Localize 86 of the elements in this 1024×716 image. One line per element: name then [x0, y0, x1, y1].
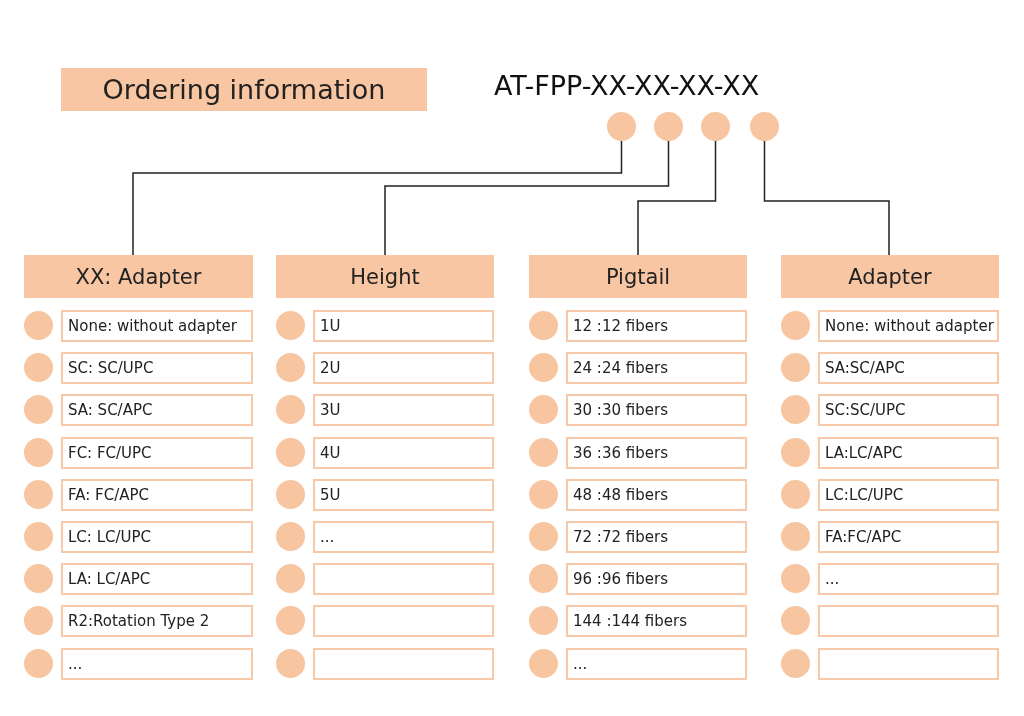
option-box [818, 647, 999, 680]
option-box: 4U [313, 436, 494, 469]
option-bullet [781, 437, 810, 467]
option-bullet [529, 437, 558, 467]
option-bullet [529, 311, 558, 340]
connector-line [637, 140, 717, 256]
option-bullet [276, 437, 305, 467]
option-box: R2:Rotation Type 2 [61, 605, 253, 638]
option-bullet [529, 479, 558, 509]
option-box: 96 :96 fibers [566, 563, 747, 596]
option-box: None: without adapter [61, 310, 253, 342]
option-bullet [276, 648, 305, 678]
option-box: 36 :36 fibers [566, 436, 747, 469]
option-box: 1U [313, 310, 494, 342]
option-box: 72 :72 fibers [566, 521, 747, 553]
option-bullet [781, 395, 810, 425]
part-number-code: AT-FPP-XX-XX-XX-XX [494, 70, 760, 101]
column-header: Pigtail [529, 255, 747, 298]
option-bullet [781, 311, 810, 340]
option-box [313, 563, 494, 596]
option-bullet [781, 606, 810, 636]
option-box: LC: LC/UPC [61, 521, 253, 553]
option-box: 5U [313, 478, 494, 511]
option-box: None: without adapter [818, 310, 999, 342]
option-bullet [276, 479, 305, 509]
option-bullet [529, 564, 558, 594]
option-box: 30 :30 fibers [566, 394, 747, 427]
option-bullet [24, 606, 53, 636]
option-bullet [276, 564, 305, 594]
option-bullet [529, 395, 558, 425]
option-box: SA:SC/APC [818, 352, 999, 385]
column-header: Adapter [781, 255, 999, 298]
option-box: LA:LC/APC [818, 436, 999, 469]
title-box: Ordering information [61, 68, 427, 111]
option-box: LC:LC/UPC [818, 478, 999, 511]
option-box: 24 :24 fibers [566, 352, 747, 385]
option-bullet [276, 522, 305, 551]
option-bullet [24, 395, 53, 425]
option-bullet [276, 311, 305, 340]
option-bullet [276, 395, 305, 425]
option-bullet [781, 648, 810, 678]
option-box: 12 :12 fibers [566, 310, 747, 342]
option-box: LA: LC/APC [61, 563, 253, 596]
option-box: 3U [313, 394, 494, 427]
option-box: ... [818, 563, 999, 596]
option-box: ... [61, 647, 253, 680]
column-header: Height [276, 255, 494, 298]
option-bullet [24, 437, 53, 467]
option-bullet [24, 648, 53, 678]
option-box [818, 605, 999, 638]
option-box: 2U [313, 352, 494, 385]
option-box: SC:SC/UPC [818, 394, 999, 427]
option-bullet [276, 606, 305, 636]
option-box: FA:FC/APC [818, 521, 999, 553]
connector-line [763, 140, 890, 256]
connector-line [384, 140, 670, 256]
option-box [313, 647, 494, 680]
option-bullet [781, 564, 810, 594]
option-box: 48 :48 fibers [566, 478, 747, 511]
option-box: SA: SC/APC [61, 394, 253, 427]
option-box: ... [313, 521, 494, 553]
option-box: 144 :144 fibers [566, 605, 747, 638]
option-box [313, 605, 494, 638]
option-bullet [529, 353, 558, 383]
option-bullet [24, 353, 53, 383]
option-bullet [24, 479, 53, 509]
option-bullet [276, 353, 305, 383]
code-position-circle [750, 112, 779, 141]
option-bullet [24, 311, 53, 340]
option-bullet [24, 564, 53, 594]
code-position-circle [654, 112, 683, 141]
option-bullet [529, 522, 558, 551]
option-box: SC: SC/UPC [61, 352, 253, 385]
option-bullet [781, 479, 810, 509]
option-bullet [24, 522, 53, 551]
column-header: XX: Adapter [24, 255, 253, 298]
option-box: ... [566, 647, 747, 680]
code-position-circle [607, 112, 636, 141]
code-position-circle [701, 112, 730, 141]
option-bullet [529, 648, 558, 678]
option-box: FA: FC/APC [61, 478, 253, 511]
option-bullet [529, 606, 558, 636]
option-bullet [781, 353, 810, 383]
option-bullet [781, 522, 810, 551]
option-box: FC: FC/UPC [61, 436, 253, 469]
connector-line [132, 140, 623, 256]
